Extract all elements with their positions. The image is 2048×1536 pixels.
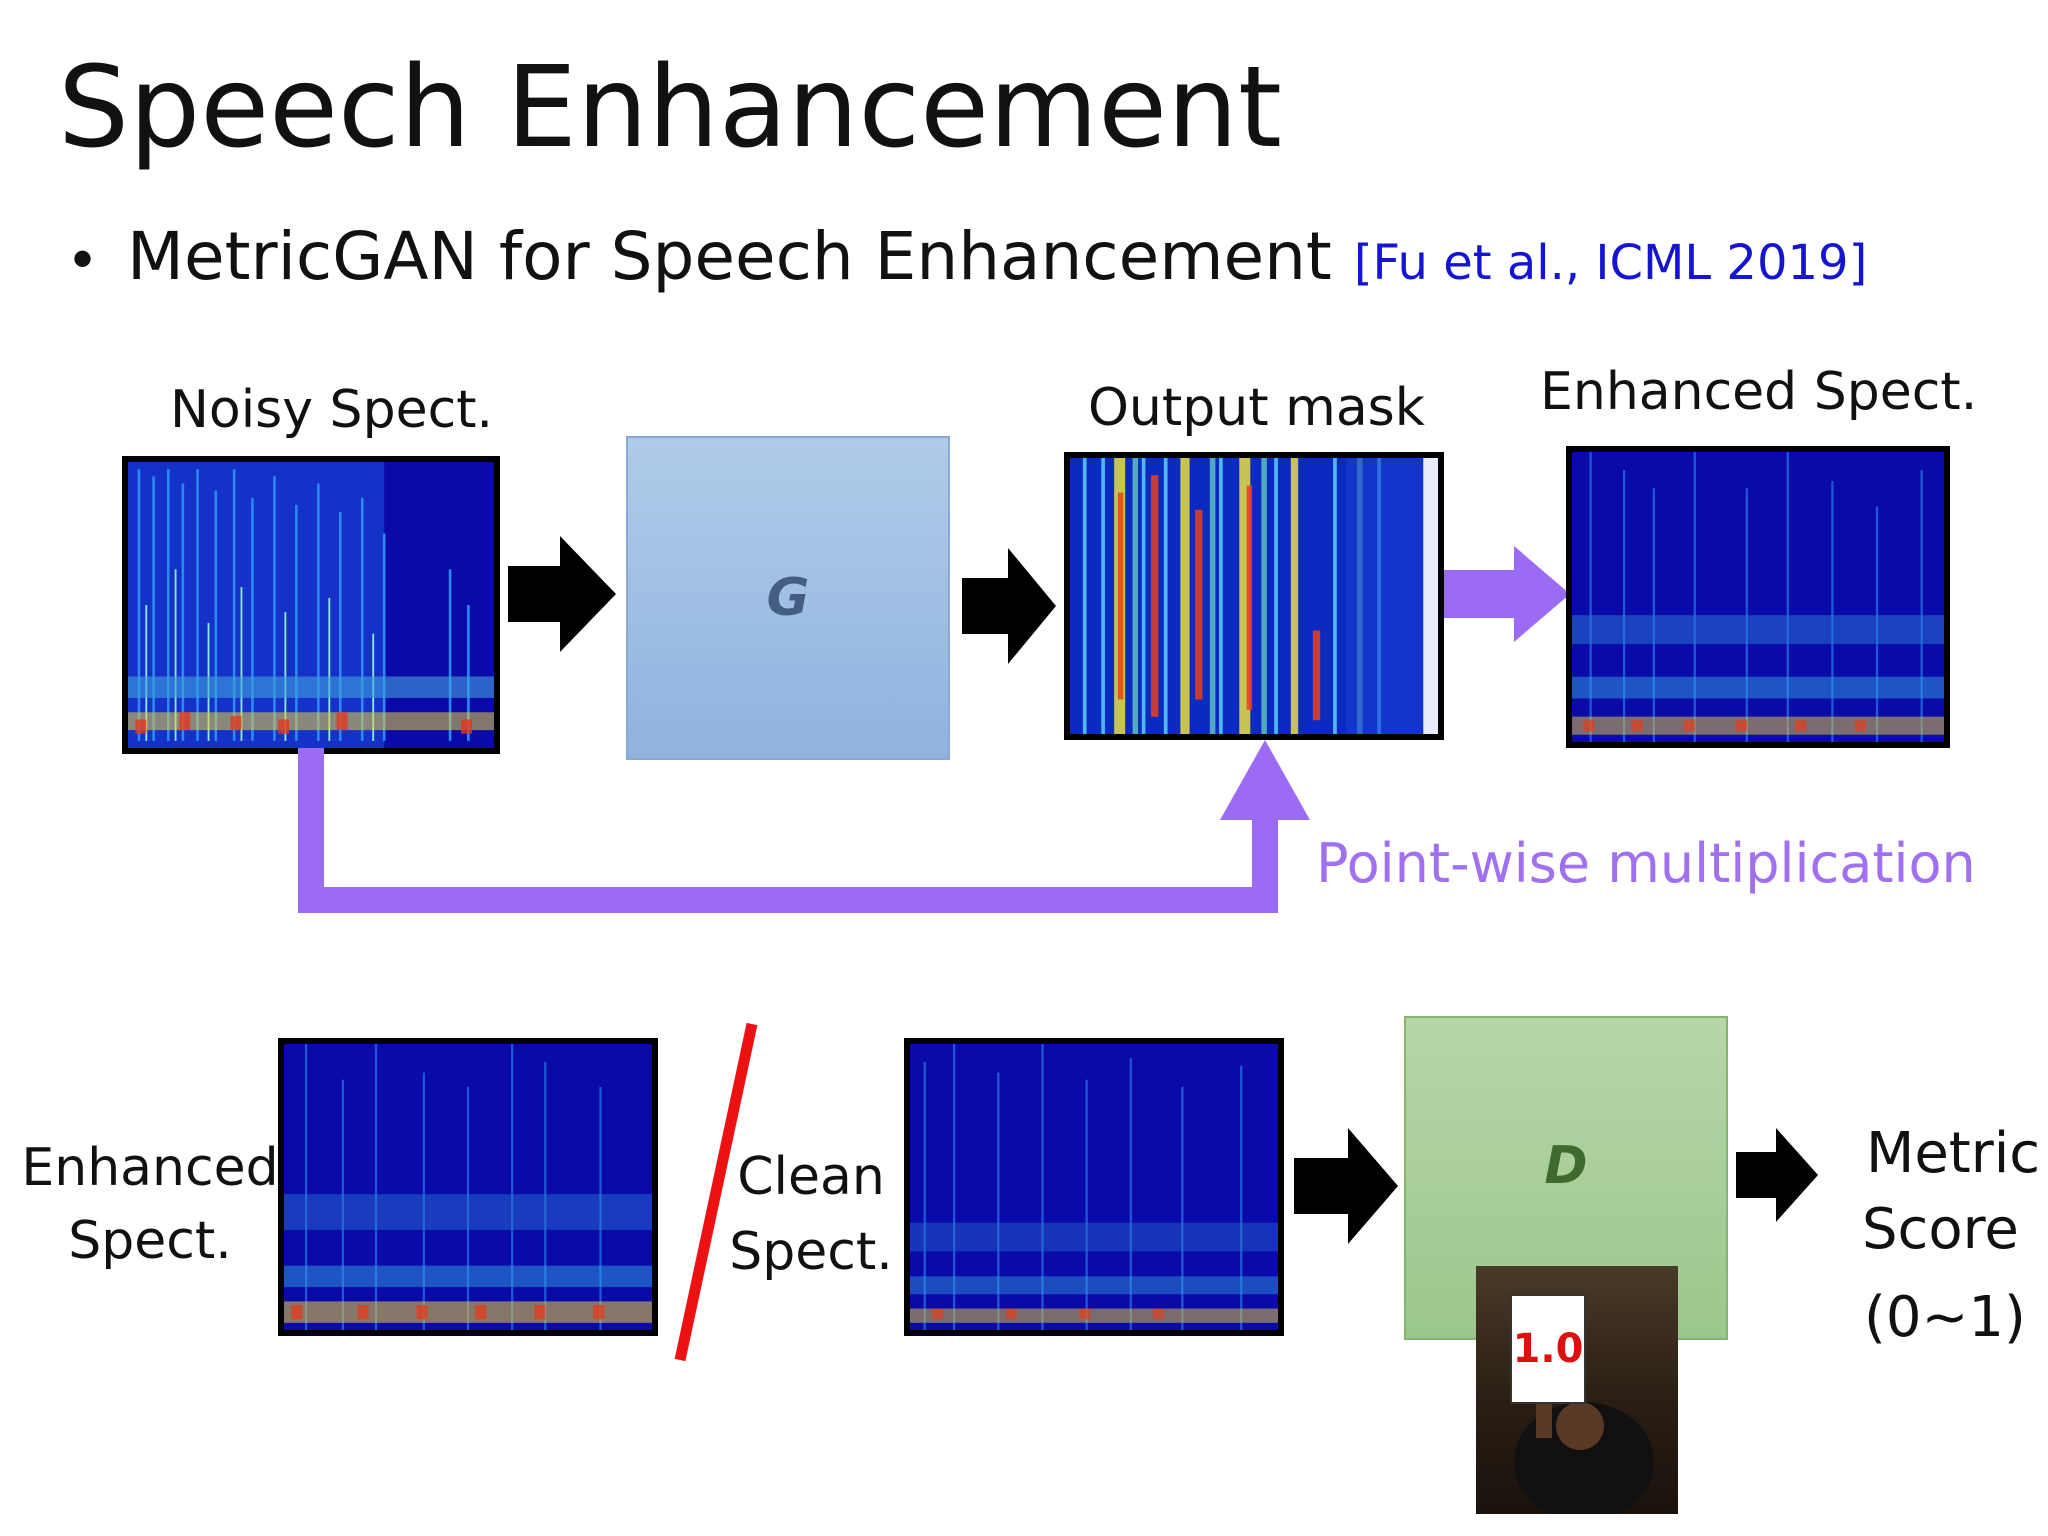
clean-label-line2: Spect. [729,1222,893,1283]
generator-block: G [626,436,950,760]
output-mask-spectrogram [1064,452,1444,740]
right-arrow-icon [1444,546,1570,642]
bullet-text: MetricGAN for Speech Enhancement [127,218,1332,295]
clean-label-line1: Clean [737,1147,885,1207]
enhanced-label-line2: Spect. [68,1210,232,1271]
score-card: 1.0 [1510,1294,1586,1404]
score-range-label: (0~1) [1864,1285,2026,1350]
clean-spect-label: Clean Spect. [726,1140,896,1291]
right-arrow-icon [962,548,1056,664]
bullet-item: • MetricGAN for Speech Enhancement [Fu e… [72,218,1867,295]
noisy-spect-label: Noisy Spect. [170,380,494,440]
enhanced-label-line1: Enhanced [21,1138,279,1198]
noisy-spectrogram [122,456,500,754]
pointwise-multiplication-label: Point-wise multiplication [1316,832,1976,895]
right-arrow-icon [1294,1128,1398,1244]
enhanced-spectrogram-input [278,1038,658,1336]
enhanced-spect-label: Enhanced Spect. [1540,362,1978,422]
bullet-dot: • [72,225,94,292]
output-mask-label: Output mask [1088,378,1425,438]
right-arrow-icon [1736,1128,1818,1222]
page-title: Speech Enhancement [58,43,1282,173]
right-arrow-icon [508,536,616,652]
skip-connection-arrow [298,740,1310,913]
divider-slash [674,1022,758,1362]
citation-link[interactable]: [Fu et al., ICML 2019] [1353,235,1868,291]
score-label: Score [1862,1197,2019,1262]
score-card-value: 1.0 [1512,1326,1584,1372]
generator-label: G [766,568,810,628]
clean-spectrogram [904,1038,1284,1336]
person-holding-score-card-icon: 1.0 [1476,1266,1678,1514]
metric-label: Metric [1866,1121,2041,1186]
enhanced-spectrogram [1566,446,1950,748]
enhanced-spect-input-label: Enhanced Spect. [20,1132,280,1278]
discriminator-label: D [1544,1136,1588,1196]
